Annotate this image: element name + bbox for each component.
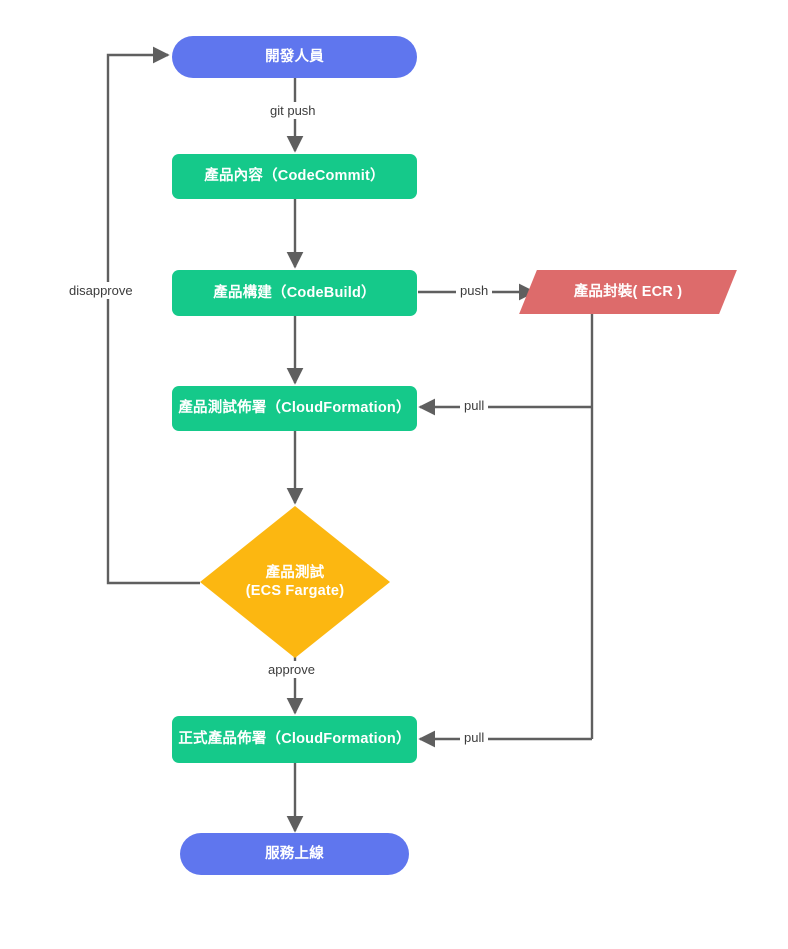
node-deploy-test-cloudformation[interactable]: 產品測試佈署（CloudFormation）: [172, 386, 417, 431]
node-source-codecommit-label: 產品內容（CodeCommit）: [204, 168, 385, 185]
node-service-live-label: 服務上線: [265, 845, 324, 862]
node-developer-label: 開發人員: [265, 48, 324, 65]
edge-label-pull-test: pull: [460, 397, 489, 414]
edge-label-disapprove: disapprove: [65, 282, 137, 299]
node-deploy-prod-cloudformation-label: 正式產品佈署（CloudFormation）: [178, 731, 411, 748]
node-test-decision-ecs-fargate[interactable]: 產品測試 (ECS Fargate): [200, 506, 390, 658]
node-source-codecommit[interactable]: 產品內容（CodeCommit）: [172, 154, 417, 199]
node-developer[interactable]: 開發人員: [172, 36, 417, 78]
edge-label-approve: approve: [264, 661, 319, 678]
edge-test-to-dev-disapprove: [106, 46, 200, 585]
node-build-codebuild-label: 產品構建（CodeBuild）: [213, 284, 376, 301]
edge-label-git-push: git push: [266, 102, 320, 119]
node-deploy-prod-cloudformation[interactable]: 正式產品佈署（CloudFormation）: [172, 716, 417, 763]
node-service-live[interactable]: 服務上線: [180, 833, 409, 875]
edge-label-push: push: [456, 282, 493, 299]
node-test-decision-label: 產品測試 (ECS Fargate): [245, 564, 345, 599]
node-build-codebuild[interactable]: 產品構建（CodeBuild）: [172, 270, 417, 316]
edge-label-pull-prod: pull: [460, 729, 489, 746]
node-deploy-test-cloudformation-label: 產品測試佈署（CloudFormation）: [178, 400, 411, 417]
node-artifact-ecr[interactable]: 產品封裝( ECR ): [519, 270, 737, 314]
node-artifact-ecr-label: 產品封裝( ECR ): [573, 283, 683, 300]
